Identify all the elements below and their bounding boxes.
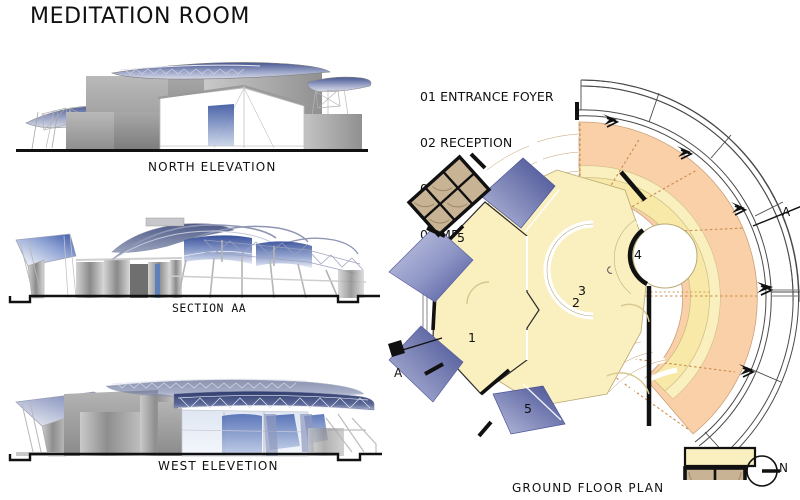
canopy-wing-upper bbox=[480, 157, 556, 229]
section-marker-right-letter: A bbox=[782, 205, 791, 219]
ground-floor-plan-caption: GROUND FLOOR PLAN bbox=[512, 481, 665, 495]
legend-item-01: 01 ENTRANCE FOYER bbox=[420, 88, 554, 104]
north-arrow-label: N bbox=[779, 461, 788, 475]
plan-geometry bbox=[388, 79, 800, 480]
section-marker-left-letter: A bbox=[394, 366, 403, 380]
north-elevation-drawing bbox=[16, 62, 372, 152]
west-canopies bbox=[105, 378, 375, 411]
toilet-block-upper bbox=[406, 154, 492, 238]
canopy-wing-left bbox=[388, 225, 474, 303]
altar-ring bbox=[609, 216, 638, 298]
west-elevation-drawing bbox=[8, 378, 382, 462]
section-aa-caption: SECTION AA bbox=[172, 301, 247, 315]
north-pavilion bbox=[157, 84, 309, 151]
plan-outer-arcs bbox=[574, 79, 800, 469]
legend-item-02: 02 RECEPTION bbox=[420, 135, 513, 151]
toilet-corridor bbox=[683, 446, 757, 468]
page-title: MEDITATION ROOM bbox=[30, 4, 250, 29]
north-arrow-icon bbox=[746, 455, 780, 487]
room-tag-4: 4 bbox=[634, 247, 642, 262]
lobby-bulges bbox=[466, 281, 650, 395]
toilet-block-lower bbox=[683, 466, 747, 480]
room-tag-5-lower: 5 bbox=[524, 401, 532, 416]
section-line-aa bbox=[752, 206, 800, 227]
west-elevation-caption: WEST ELEVETION bbox=[158, 459, 279, 473]
west-glazing bbox=[181, 409, 328, 457]
room-tag-1: 1 bbox=[468, 330, 476, 345]
altar-circle bbox=[627, 223, 698, 289]
section-left-blade bbox=[15, 233, 77, 299]
north-right-canopy bbox=[307, 76, 372, 117]
room-tag-2: 2 bbox=[572, 295, 580, 310]
plan-right-dim-line bbox=[771, 289, 800, 297]
plan-wall-ticks bbox=[424, 102, 579, 438]
section-roof-shells bbox=[111, 224, 359, 261]
section-aa-drawing bbox=[8, 217, 380, 304]
ground-floor-plan-drawing bbox=[388, 79, 800, 480]
room-tag-5-upper: 5 bbox=[457, 230, 465, 245]
canopy-wing-lower bbox=[492, 385, 566, 435]
section-marker-left-glyph bbox=[388, 337, 443, 357]
room-tag-3: 3 bbox=[578, 283, 586, 298]
north-roof-slab bbox=[110, 62, 331, 80]
north-elevation-caption: NORTH ELEVATION bbox=[148, 160, 277, 174]
